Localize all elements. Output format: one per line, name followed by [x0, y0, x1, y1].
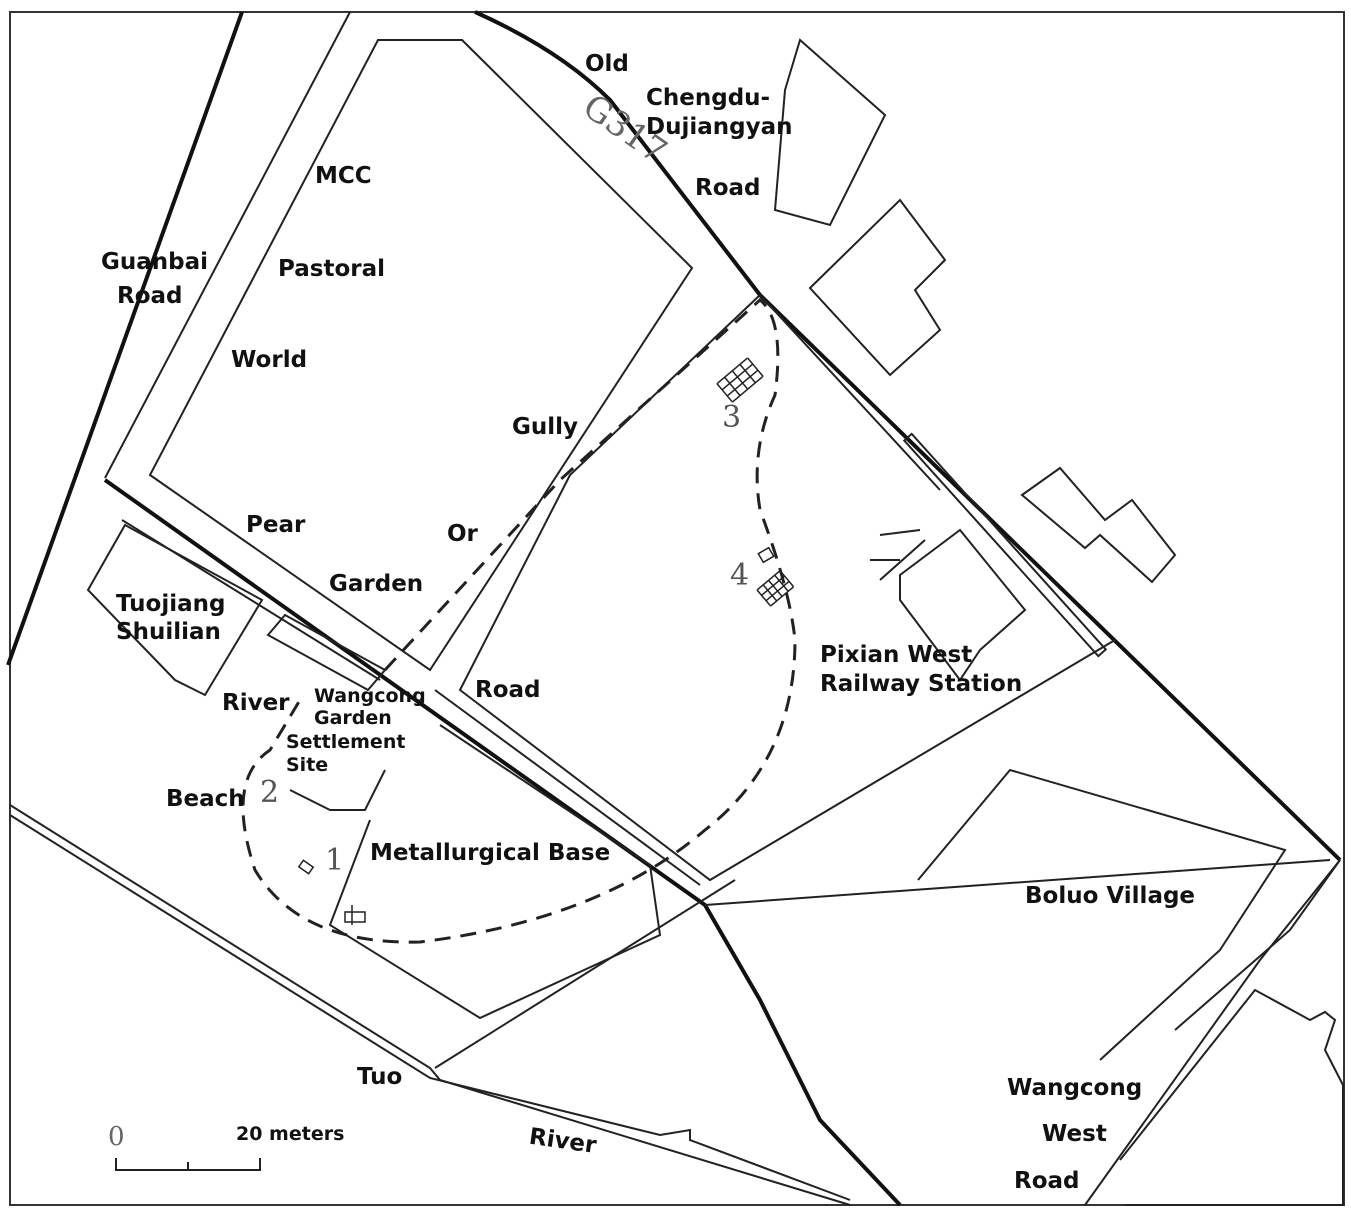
- guanbai-road-inner-edge: [104, 11, 351, 479]
- map-frame: [9, 11, 1345, 1206]
- gully-or-road-block: [458, 294, 1116, 882]
- river-bank-north: [9, 804, 851, 1206]
- label: Gully: [512, 414, 578, 440]
- label: Road: [1014, 1168, 1080, 1194]
- building: [1020, 466, 1177, 584]
- label: Road: [695, 175, 761, 201]
- building: [808, 198, 947, 377]
- scale-label: 20 meters: [236, 1123, 344, 1145]
- g317-inner-edge: [759, 294, 941, 491]
- building: [773, 38, 887, 227]
- scale-line: [115, 1158, 261, 1171]
- tuojiang-shuilian-building: [86, 523, 264, 697]
- label: Garden: [329, 571, 423, 597]
- label: Wangcong: [1007, 1075, 1142, 1101]
- label: Road: [475, 677, 541, 703]
- settlement-site-boundary: [241, 298, 797, 944]
- mcc-block: [148, 39, 694, 672]
- pear-garden-road-edge-2: [434, 689, 701, 886]
- scale-zero: 0: [108, 1122, 125, 1152]
- label: MCC: [315, 163, 372, 189]
- label: Guanbai: [101, 249, 208, 275]
- label: West: [1042, 1121, 1107, 1147]
- boluo-edge: [1174, 859, 1341, 1031]
- railway-platform: [902, 432, 1108, 658]
- tuo-river: [9, 804, 851, 1206]
- label: Garden: [314, 707, 392, 729]
- label: Pear: [246, 512, 306, 538]
- label: Road: [117, 283, 183, 309]
- grid-1b: [344, 905, 366, 925]
- grid-1: [297, 859, 315, 875]
- label: Old: [585, 51, 629, 77]
- label: Dujiangyan: [646, 114, 792, 140]
- buildings: [86, 38, 1344, 1206]
- label: River: [222, 690, 290, 716]
- building: [289, 769, 386, 811]
- label: Railway Station: [820, 671, 1022, 697]
- label: Metallurgical Base: [370, 840, 610, 866]
- label: Chengdu-: [646, 85, 770, 111]
- location-3: 3: [722, 400, 741, 435]
- railway-station-building: [899, 528, 1027, 682]
- guanbai-road-edge: [6, 11, 244, 666]
- label: Beach: [166, 786, 245, 812]
- label: Site: [286, 754, 328, 776]
- label: Tuojiang: [116, 591, 225, 617]
- labels: Old Chengdu- Dujiangyan Road MCC Pastora…: [101, 51, 1195, 1194]
- label: Boluo Village: [1025, 883, 1195, 909]
- metallurgical-base-block: [328, 724, 662, 1020]
- label: Wangcong: [314, 685, 426, 707]
- label: Pixian West: [820, 642, 972, 668]
- location-4: 4: [730, 558, 749, 593]
- station-structure: [870, 529, 926, 581]
- boluo-village-block: [917, 768, 1287, 1061]
- wangcong-west-road: [1084, 859, 1341, 1206]
- location-2: 2: [260, 775, 279, 810]
- excavation-grids: [297, 357, 795, 925]
- pear-garden-road-main: [103, 478, 902, 1207]
- grid-3: [716, 357, 764, 403]
- label: Tuo: [357, 1064, 402, 1090]
- g317-road: [474, 10, 1342, 862]
- east-road: [704, 859, 1331, 906]
- south-road: [434, 879, 736, 1069]
- grid-4: [756, 570, 795, 607]
- roads: [6, 10, 1342, 1207]
- label: Settlement: [286, 731, 405, 753]
- label: Or: [447, 521, 479, 547]
- label: World: [231, 347, 307, 373]
- building: [1119, 988, 1344, 1206]
- label: Shuilian: [116, 619, 221, 645]
- grid-4-small: [757, 546, 775, 564]
- location-1: 1: [325, 843, 344, 878]
- river-bank-south: [9, 814, 851, 1201]
- scale-bar: 0 20 meters: [108, 1122, 344, 1171]
- label: Pastoral: [278, 256, 385, 282]
